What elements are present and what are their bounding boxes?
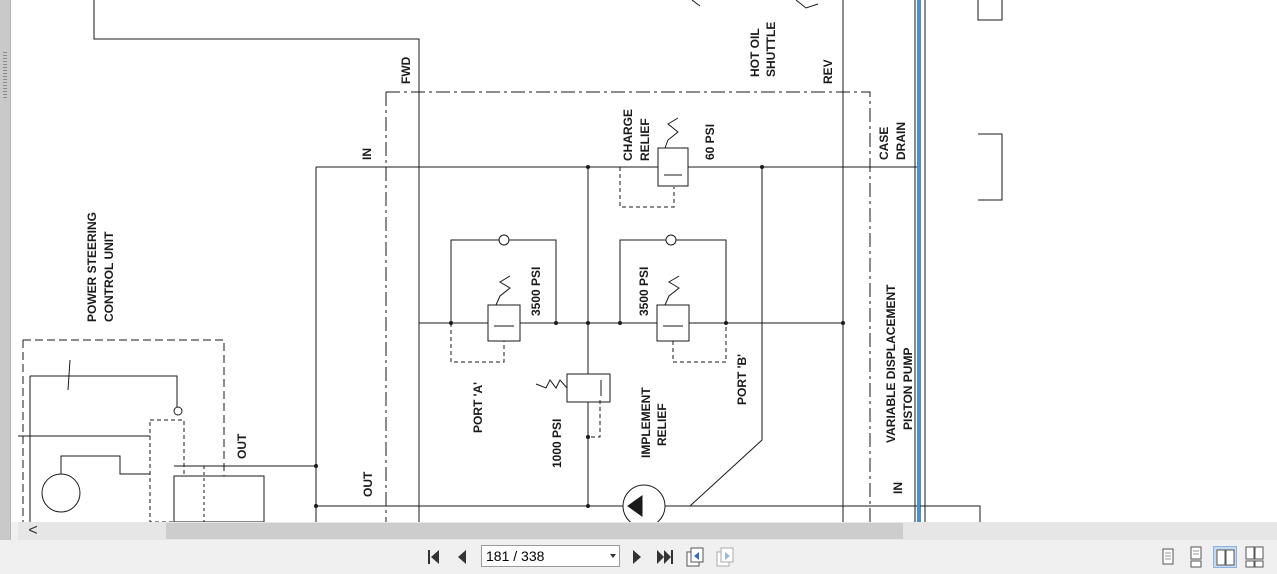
label-fwd: FWD — [399, 56, 413, 84]
single-page-view-icon[interactable] — [1156, 546, 1180, 568]
page-number-input[interactable] — [486, 547, 596, 565]
label-power-steering: POWER STEERING — [85, 212, 99, 322]
hydraulic-schematic: POWER STEERING CONTROL UNIT FWD HOT OIL … — [18, 0, 1003, 522]
label-in-top: IN — [360, 148, 374, 160]
label-3500psi-b: 3500 PSI — [637, 267, 651, 316]
document-viewport[interactable]: POWER STEERING CONTROL UNIT FWD HOT OIL … — [0, 0, 1277, 522]
facing-pages-view-icon[interactable] — [1213, 546, 1237, 568]
page-number-combobox[interactable] — [481, 545, 620, 567]
continuous-facing-view-icon[interactable] — [1243, 546, 1267, 568]
label-shuttle: SHUTTLE — [764, 22, 778, 77]
skip-to-first-icon[interactable] — [424, 546, 446, 568]
label-relief-implement: RELIEF — [655, 403, 669, 446]
fwd-line — [93, 0, 420, 522]
navigation-toolbar — [0, 540, 1277, 572]
label-out-mid: OUT — [361, 471, 375, 497]
label-3500psi-a: 3500 PSI — [529, 267, 543, 316]
skip-to-last-icon[interactable] — [654, 546, 676, 568]
label-case: CASE — [877, 127, 891, 160]
label-hot-oil: HOT OIL — [748, 28, 762, 77]
label-1000psi: 1000 PSI — [550, 419, 564, 468]
triangle-right-icon[interactable] — [626, 546, 648, 568]
triangle-left-icon[interactable] — [452, 546, 474, 568]
pump-boundary-top — [386, 91, 871, 522]
label-rev: REV — [821, 59, 835, 84]
label-port-b: PORT 'B' — [735, 354, 749, 405]
horizontal-scrollbar[interactable]: < — [18, 522, 1277, 540]
label-implement: IMPLEMENT — [639, 387, 653, 458]
go-forward-page-icon[interactable] — [714, 546, 736, 568]
chevron-down-icon[interactable] — [610, 554, 616, 558]
label-in-bottom: IN — [891, 482, 905, 494]
scrollbar-thumb[interactable] — [166, 523, 903, 539]
label-drain: DRAIN — [894, 122, 908, 160]
scroll-left-button[interactable]: < — [28, 522, 38, 539]
label-charge: CHARGE — [621, 109, 635, 161]
label-60psi: 60 PSI — [703, 124, 717, 160]
continuous-view-icon[interactable] — [1184, 546, 1208, 568]
side-panel-splitter[interactable] — [0, 0, 11, 540]
label-out-left: OUT — [235, 433, 249, 459]
splitter-grip[interactable] — [3, 52, 7, 98]
label-relief-charge: RELIEF — [638, 118, 652, 161]
go-back-page-icon[interactable] — [684, 546, 706, 568]
label-control-unit: CONTROL UNIT — [102, 231, 116, 322]
label-piston-pump: PISTON PUMP — [901, 348, 915, 430]
port-b-line — [689, 167, 763, 507]
label-port-a: PORT 'A' — [471, 382, 485, 433]
label-variable-displacement: VARIABLE DISPLACEMENT — [884, 284, 898, 443]
